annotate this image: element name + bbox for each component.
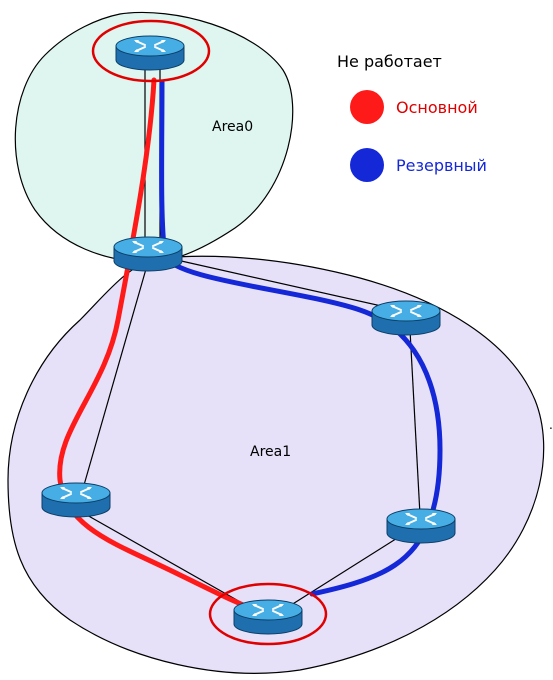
- legend-item-backup: Резервный: [350, 148, 487, 182]
- router-icon[interactable]: [113, 236, 183, 272]
- stray-mark: .: [549, 418, 553, 432]
- area1-label: Area1: [250, 444, 292, 460]
- area0-label: Area0: [212, 119, 254, 135]
- area1-region: [7, 255, 545, 674]
- failed-router-ring-top: [91, 19, 211, 83]
- failed-router-ring-bottom: [208, 582, 328, 646]
- legend-label-primary: Основной: [396, 97, 478, 117]
- legend-title: Не работает: [337, 52, 442, 71]
- backup-color-swatch: [350, 148, 384, 182]
- router-icon[interactable]: [233, 599, 303, 635]
- primary-path: [57, 77, 265, 615]
- router-icon[interactable]: [41, 482, 111, 518]
- router-icon[interactable]: [386, 508, 456, 544]
- legend-label-backup: Резервный: [396, 155, 487, 175]
- primary-color-swatch: [350, 90, 384, 124]
- physical-links: [77, 62, 421, 613]
- router-icon[interactable]: [115, 35, 185, 71]
- router-icon[interactable]: [371, 300, 441, 336]
- legend-item-primary: Основной: [350, 90, 478, 124]
